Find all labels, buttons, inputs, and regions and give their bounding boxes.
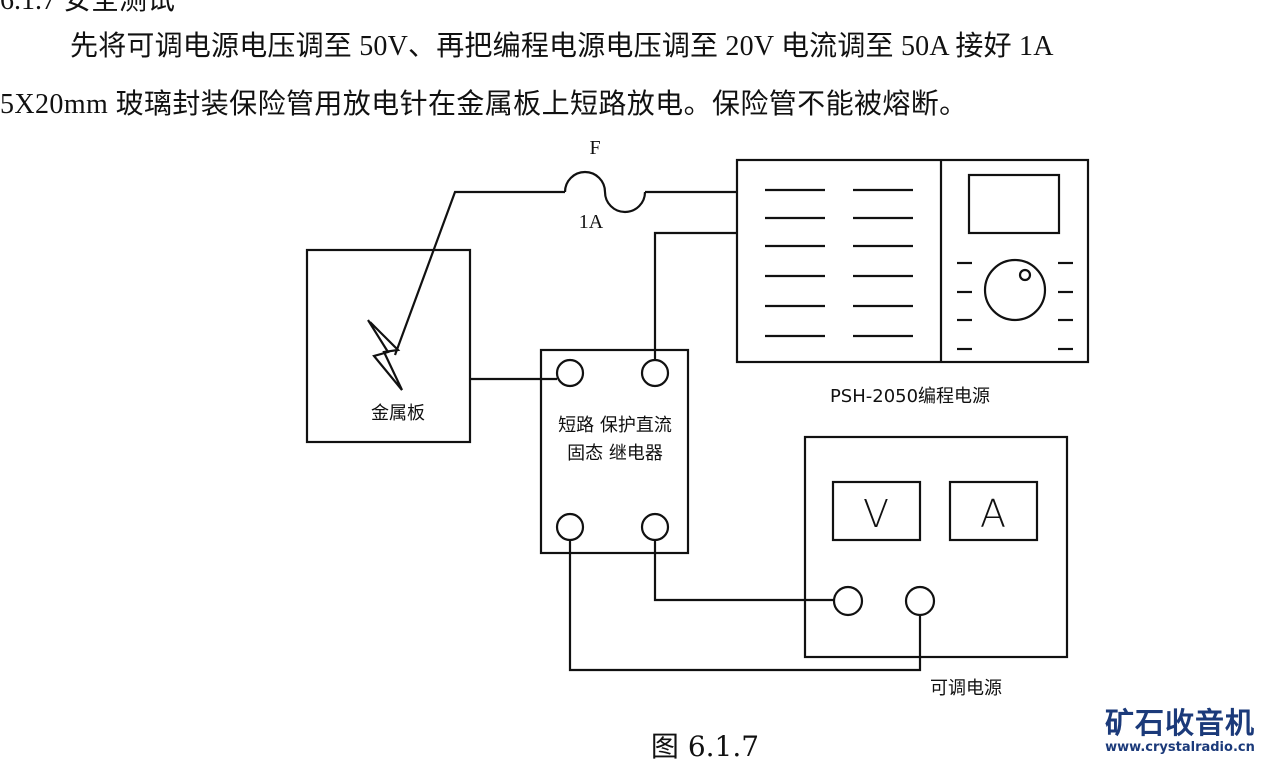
metal-plate-box	[305, 248, 472, 444]
watermark-title: 矿石收音机	[1104, 706, 1255, 740]
programmable-supply	[735, 158, 1090, 364]
spark-icon	[367, 319, 403, 391]
watermark-logo: 矿石收音机 www.crystalradio.cn	[1096, 706, 1264, 756]
fuse-rating: 1A	[579, 211, 604, 233]
section-heading: 6.1.7 安全测试	[0, 0, 176, 16]
supply-terminal	[832, 585, 864, 617]
metal-plate-label: 金属板	[371, 403, 425, 424]
adjustable-supply-label: 可调电源	[930, 678, 1002, 699]
relay-terminal	[640, 358, 670, 388]
relay-box	[539, 348, 690, 555]
programmable-supply-label: PSH-2050编程电源	[830, 386, 990, 407]
voltmeter-label: V	[863, 492, 889, 536]
knob-icon	[983, 258, 1047, 322]
fuse-symbol	[563, 170, 647, 214]
display-screen	[967, 173, 1061, 235]
figure-caption: 图 6.1.7	[651, 730, 759, 763]
relay-terminal	[555, 512, 585, 542]
supply-terminal	[904, 585, 936, 617]
paragraph-line-1: 先将可调电源电压调至 50V、再把编程电源电压调至 20V 电流调至 50A 接…	[70, 31, 1054, 62]
fuse-label: F	[589, 137, 600, 159]
relay-terminal	[640, 512, 670, 542]
paragraph-line-2: 5X20mm 玻璃封装保险管用放电针在金属板上短路放电。保险管不能被熔断。	[0, 89, 968, 120]
relay-terminal	[555, 358, 585, 388]
wires	[393, 190, 922, 672]
voltmeter-display	[831, 480, 922, 542]
ammeter-display	[948, 480, 1039, 542]
watermark-url: www.crystalradio.cn	[1105, 740, 1255, 755]
adjustable-supply	[803, 435, 1069, 659]
ammeter-label: A	[980, 492, 1006, 536]
relay-label-line1: 短路 保护直流	[558, 415, 672, 436]
relay-label-line2: 固态 继电器	[567, 443, 663, 464]
panel-lines	[765, 188, 913, 338]
